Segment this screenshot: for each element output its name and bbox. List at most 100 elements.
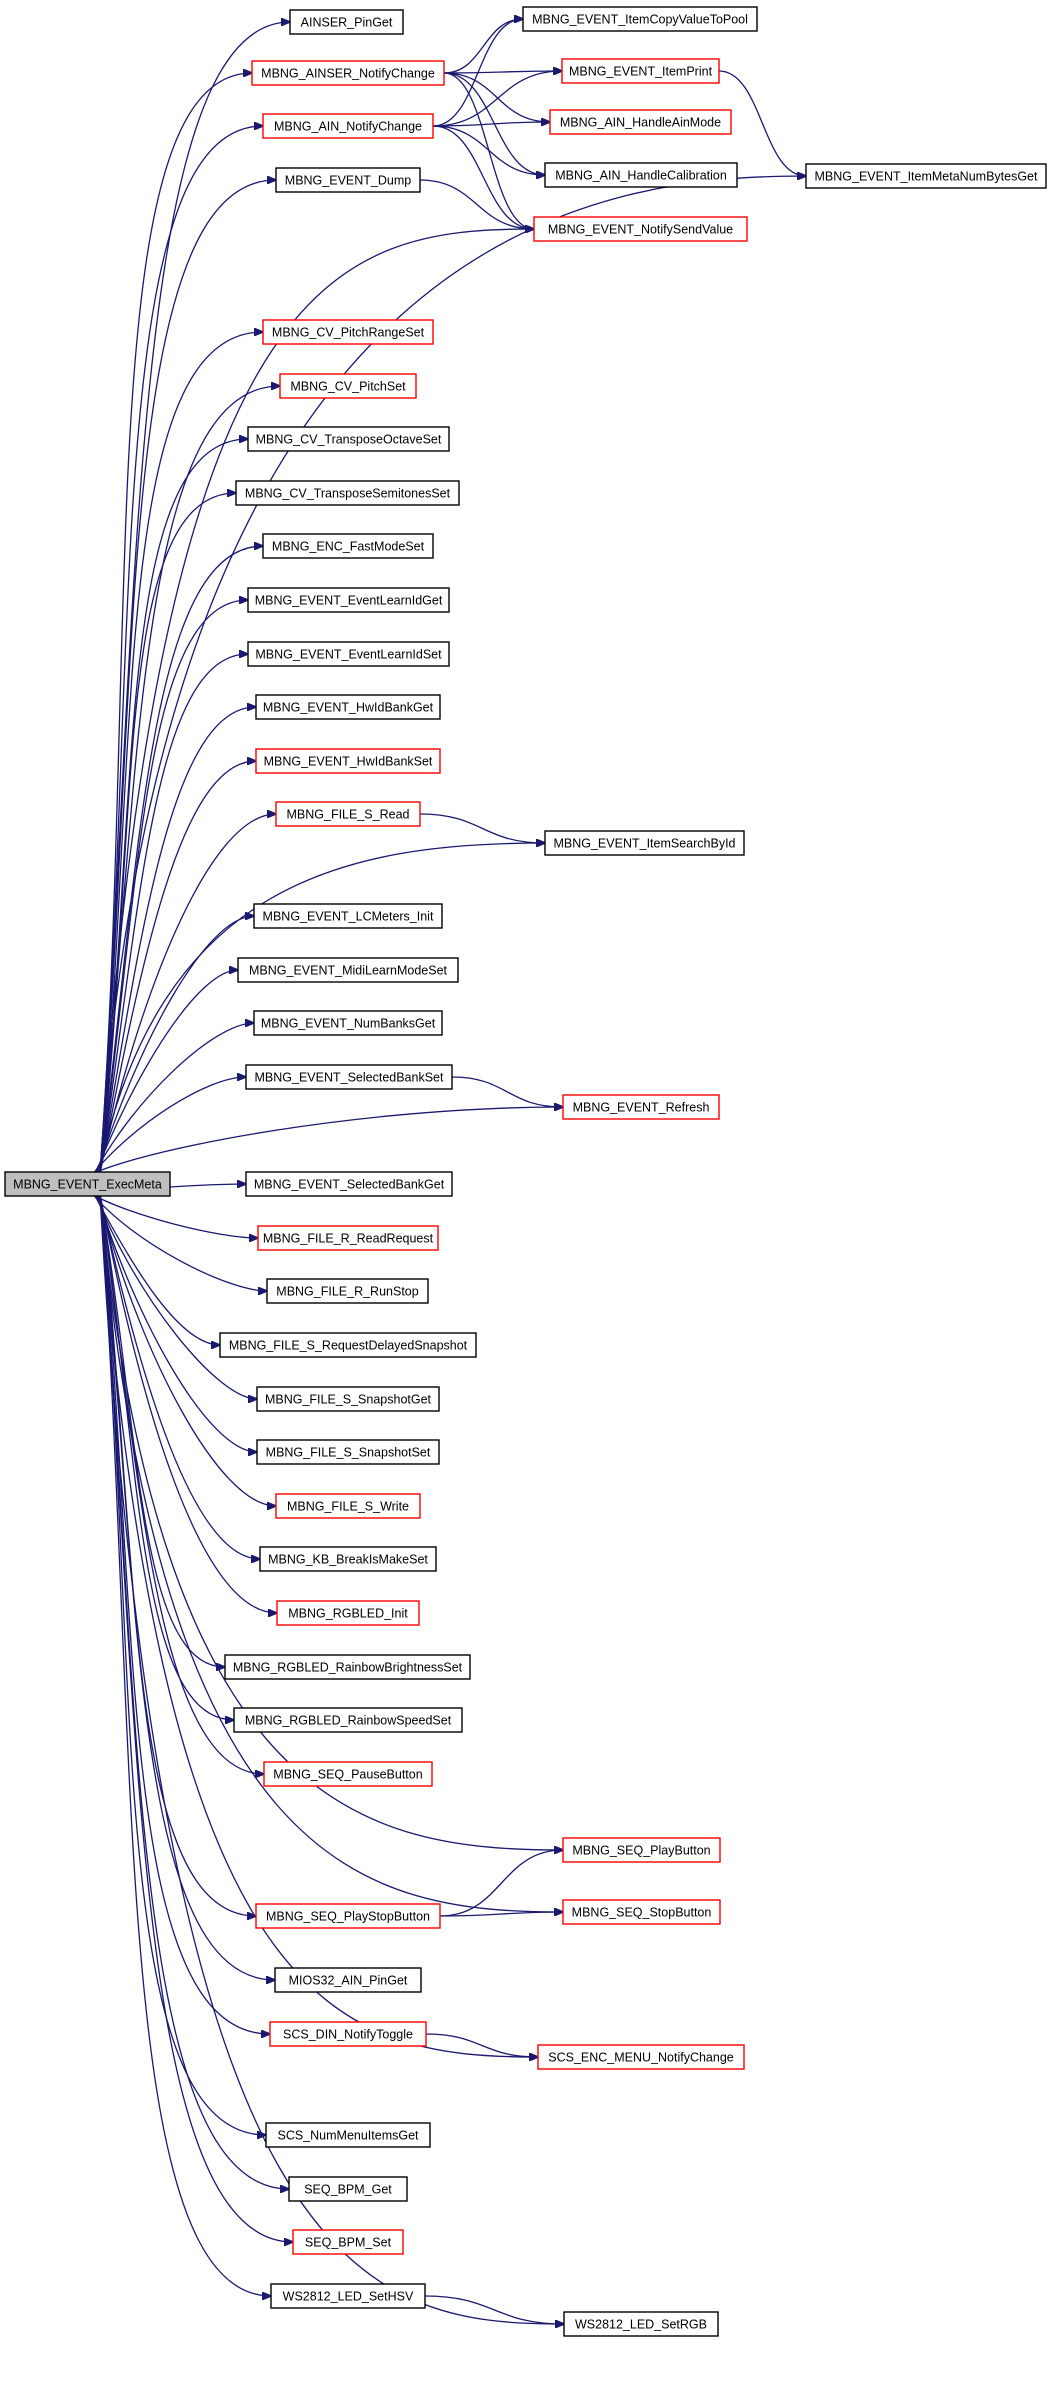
node-mbng-event-execmeta[interactable]: MBNG_EVENT_ExecMeta <box>4 1171 171 1197</box>
node-scs-din-notifytoggle[interactable]: SCS_DIN_NotifyToggle <box>269 2021 427 2047</box>
node-mbng-seq-playstopbutton[interactable]: MBNG_SEQ_PlayStopButton <box>255 1903 441 1929</box>
edge-scs-din-notifytoggle-to-scs-enc-menu-notifychange <box>425 2033 538 2057</box>
node-label: SCS_ENC_MENU_NotifyChange <box>548 2051 734 2065</box>
node-mbng-file-s-snapshotset[interactable]: MBNG_FILE_S_SnapshotSet <box>256 1439 440 1465</box>
edge-mbng-event-execmeta-to-mbng-file-r-runstop <box>92 1193 267 1291</box>
node-ainser-pinget[interactable]: AINSER_PinGet <box>289 9 404 35</box>
edge-mbng-event-execmeta-to-mbng-file-s-read <box>98 814 276 1175</box>
node-mbng-rgbled-rainbowbrightnessset[interactable]: MBNG_RGBLED_RainbowBrightnessSet <box>224 1654 471 1680</box>
node-mbng-kb-breakismakeset[interactable]: MBNG_KB_BreakIsMakeSet <box>259 1546 437 1572</box>
node-mbng-event-midilearnmodeset[interactable]: MBNG_EVENT_MidiLearnModeSet <box>237 957 459 983</box>
node-mbng-event-lcmeters-init[interactable]: MBNG_EVENT_LCMeters_Init <box>253 903 443 929</box>
node-mbng-seq-pausebutton[interactable]: MBNG_SEQ_PauseButton <box>263 1761 433 1787</box>
node-mbng-file-r-runstop[interactable]: MBNG_FILE_R_RunStop <box>266 1278 429 1304</box>
node-ws2812-led-sethsv[interactable]: WS2812_LED_SetHSV <box>270 2283 426 2309</box>
edge-mbng-event-execmeta-to-mbng-cv-transposeoctaveset <box>99 439 248 1175</box>
node-box <box>245 1171 453 1197</box>
node-mbng-file-s-requestdelayedsnapshot[interactable]: MBNG_FILE_S_RequestDelayedSnapshot <box>219 1332 477 1358</box>
node-box <box>292 2229 404 2255</box>
node-mbng-event-hwidbankset[interactable]: MBNG_EVENT_HwIdBankSet <box>255 748 441 774</box>
node-label: MBNG_RGBLED_Init <box>288 1607 408 1621</box>
node-mbng-file-s-read[interactable]: MBNG_FILE_S_Read <box>275 801 421 827</box>
node-box <box>219 1332 477 1358</box>
node-mbng-event-eventlearnidset[interactable]: MBNG_EVENT_EventLearnIdSet <box>247 641 450 667</box>
node-mbng-enc-fastmodeset[interactable]: MBNG_ENC_FastModeSet <box>262 533 434 559</box>
node-label: MBNG_AINSER_NotifyChange <box>261 67 435 81</box>
node-label: MBNG_ENC_FastModeSet <box>272 540 425 554</box>
edge-mbng-event-execmeta-to-mbng-file-s-snapshotget <box>94 1193 257 1399</box>
node-mbng-event-refresh[interactable]: MBNG_EVENT_Refresh <box>562 1094 720 1120</box>
node-mbng-event-dump[interactable]: MBNG_EVENT_Dump <box>275 167 421 193</box>
node-mbng-cv-transposesemitonesset[interactable]: MBNG_CV_TransposeSemitonesSet <box>235 480 460 506</box>
node-mbng-ainser-notifychange[interactable]: MBNG_AINSER_NotifyChange <box>251 60 445 86</box>
node-mbng-ain-notifychange[interactable]: MBNG_AIN_NotifyChange <box>262 113 434 139</box>
node-box <box>544 830 745 856</box>
node-label: MBNG_EVENT_LCMeters_Init <box>263 910 434 924</box>
node-mbng-ain-handleainmode[interactable]: MBNG_AIN_HandleAinMode <box>549 109 732 135</box>
node-label: AINSER_PinGet <box>301 16 393 30</box>
node-mbng-event-numbanksget[interactable]: MBNG_EVENT_NumBanksGet <box>253 1010 443 1036</box>
node-box <box>805 163 1047 189</box>
node-mios32-ain-pinget[interactable]: MIOS32_AIN_PinGet <box>274 1967 422 1993</box>
node-mbng-event-itemcopyvaluetopool[interactable]: MBNG_EVENT_ItemCopyValueToPool <box>522 6 758 32</box>
edge-mbng-event-execmeta-to-mbng-event-hwidbankset <box>99 761 256 1175</box>
node-box <box>288 2176 408 2202</box>
node-scs-enc-menu-notifychange[interactable]: SCS_ENC_MENU_NotifyChange <box>537 2044 745 2070</box>
node-ws2812-led-setrgb[interactable]: WS2812_LED_SetRGB <box>563 2311 719 2337</box>
node-label: MBNG_FILE_R_ReadRequest <box>263 1232 434 1246</box>
node-mbng-cv-transposeoctaveset[interactable]: MBNG_CV_TransposeOctaveSet <box>247 426 450 452</box>
edge-mbng-event-execmeta-to-mbng-rgbled-init <box>99 1193 277 1613</box>
node-mbng-event-eventlearnidget[interactable]: MBNG_EVENT_EventLearnIdGet <box>247 587 450 613</box>
edge-mbng-event-execmeta-to-mbng-event-hwidbankget <box>99 707 256 1175</box>
node-box <box>256 1439 440 1465</box>
node-box <box>269 2021 427 2047</box>
node-mbng-event-itemsearchbyid[interactable]: MBNG_EVENT_ItemSearchById <box>544 830 745 856</box>
node-box <box>224 1654 471 1680</box>
node-label: MBNG_EVENT_ItemSearchById <box>553 837 735 851</box>
node-box <box>544 162 738 188</box>
edge-mbng-seq-playstopbutton-to-mbng-seq-playbutton <box>439 1850 563 1917</box>
edge-mbng-event-execmeta-to-mbng-file-s-snapshotset <box>96 1193 257 1452</box>
node-scs-nummenuitemsget[interactable]: SCS_NumMenuItemsGet <box>265 2122 431 2148</box>
node-mbng-cv-pitchrangeset[interactable]: MBNG_CV_PitchRangeSet <box>262 319 434 345</box>
node-label: MBNG_AIN_NotifyChange <box>274 120 422 134</box>
node-mbng-file-r-readrequest[interactable]: MBNG_FILE_R_ReadRequest <box>257 1225 439 1251</box>
node-label: WS2812_LED_SetHSV <box>283 2290 414 2304</box>
node-mbng-rgbled-init[interactable]: MBNG_RGBLED_Init <box>276 1600 420 1626</box>
node-box <box>245 1064 453 1090</box>
node-label: MBNG_EVENT_SelectedBankGet <box>254 1178 445 1192</box>
node-mbng-seq-stopbutton[interactable]: MBNG_SEQ_StopButton <box>562 1899 721 1925</box>
node-mbng-rgbled-rainbowspeedset[interactable]: MBNG_RGBLED_RainbowSpeedSet <box>233 1707 463 1733</box>
node-mbng-file-s-write[interactable]: MBNG_FILE_S_Write <box>275 1493 421 1519</box>
node-mbng-seq-playbutton[interactable]: MBNG_SEQ_PlayButton <box>562 1837 721 1863</box>
node-seq-bpm-set[interactable]: SEQ_BPM_Set <box>292 2229 404 2255</box>
node-label: MBNG_SEQ_PlayButton <box>572 1844 710 1858</box>
node-mbng-event-notifysendvalue[interactable]: MBNG_EVENT_NotifySendValue <box>533 216 748 242</box>
node-box <box>263 1761 433 1787</box>
edge-mbng-seq-playstopbutton-to-mbng-seq-stopbutton <box>439 1912 563 1917</box>
node-box <box>537 2044 745 2070</box>
node-box <box>256 1386 440 1412</box>
node-box <box>253 1010 443 1036</box>
node-label: MBNG_KB_BreakIsMakeSet <box>268 1553 428 1567</box>
node-seq-bpm-get[interactable]: SEQ_BPM_Get <box>288 2176 408 2202</box>
node-mbng-event-itemmetanumbytesget[interactable]: MBNG_EVENT_ItemMetaNumBytesGet <box>805 163 1047 189</box>
node-box <box>262 533 434 559</box>
node-label: MBNG_SEQ_PlayStopButton <box>266 1910 430 1924</box>
edge-mbng-event-execmeta-to-mbng-event-numbanksget <box>93 1023 254 1175</box>
node-mbng-ain-handlecalibration[interactable]: MBNG_AIN_HandleCalibration <box>544 162 738 188</box>
node-label: MBNG_SEQ_PauseButton <box>273 1768 422 1782</box>
node-mbng-cv-pitchset[interactable]: MBNG_CV_PitchSet <box>279 373 417 399</box>
node-label: MBNG_EVENT_ExecMeta <box>13 1178 162 1192</box>
node-box <box>235 480 460 506</box>
node-mbng-event-selectedbankset[interactable]: MBNG_EVENT_SelectedBankSet <box>245 1064 453 1090</box>
node-label: MBNG_FILE_S_Write <box>287 1500 409 1514</box>
edge-mbng-event-execmeta-to-mbng-enc-fastmodeset <box>99 546 263 1175</box>
node-mbng-file-s-snapshotget[interactable]: MBNG_FILE_S_SnapshotGet <box>256 1386 440 1412</box>
node-box <box>262 113 434 139</box>
node-mbng-event-selectedbankget[interactable]: MBNG_EVENT_SelectedBankGet <box>245 1171 453 1197</box>
node-box <box>247 587 450 613</box>
node-mbng-event-itemprint[interactable]: MBNG_EVENT_ItemPrint <box>561 58 720 84</box>
edge-mbng-event-execmeta-to-mbng-event-refresh <box>91 1107 563 1175</box>
node-mbng-event-hwidbankget[interactable]: MBNG_EVENT_HwIdBankGet <box>255 694 441 720</box>
